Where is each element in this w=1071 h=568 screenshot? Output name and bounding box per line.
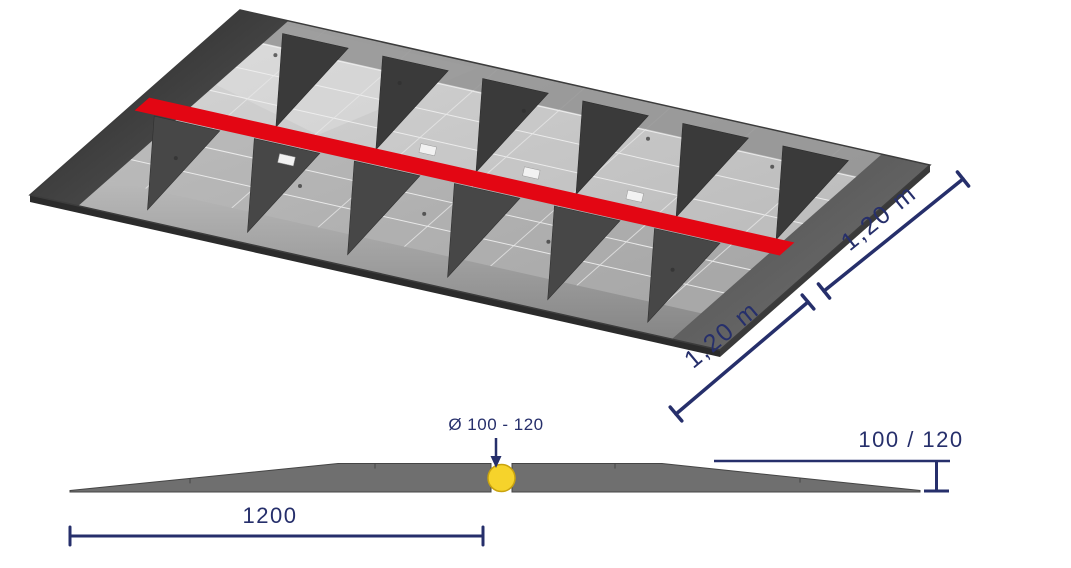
dimension-tick bbox=[816, 282, 832, 300]
plate-labels bbox=[277, 143, 644, 203]
rivet-dots bbox=[173, 53, 775, 272]
fin-triangle bbox=[775, 145, 849, 241]
dimension-line bbox=[822, 177, 965, 293]
fin-triangle bbox=[475, 78, 549, 173]
dimension-tick bbox=[800, 293, 816, 311]
label-width: 1200 bbox=[243, 503, 298, 528]
red-center-stripe bbox=[134, 97, 795, 256]
fin-triangle bbox=[447, 183, 521, 279]
cable-channel-circle bbox=[487, 463, 516, 493]
dimension-tick bbox=[668, 405, 684, 423]
fin-triangle bbox=[575, 100, 649, 196]
label-diameter: Ø 100 - 120 bbox=[448, 415, 543, 434]
cross-section-view bbox=[69, 463, 921, 493]
diameter-arrow-icon bbox=[490, 456, 502, 468]
side-face-right bbox=[720, 165, 930, 357]
dimension-diameter: Ø 100 - 120 bbox=[448, 415, 543, 468]
profile-joint-marks bbox=[189, 463, 801, 484]
profile-left-half bbox=[69, 463, 492, 493]
dimension-line bbox=[674, 300, 810, 416]
fin-triangles-upper bbox=[275, 33, 849, 241]
fin-triangle bbox=[375, 55, 449, 151]
label-height: 100 / 120 bbox=[858, 427, 963, 452]
fin-triangle bbox=[675, 123, 749, 218]
fin-triangle bbox=[275, 33, 349, 129]
dimension-tick bbox=[955, 170, 971, 188]
ramp-outline bbox=[28, 9, 932, 351]
fin-triangle bbox=[147, 115, 221, 211]
profile-right-half bbox=[511, 463, 921, 493]
fin-triangle bbox=[347, 160, 421, 256]
dimension-height: 100 / 120 bbox=[714, 427, 963, 493]
fin-triangles-lower bbox=[147, 115, 721, 324]
right-end-ramp bbox=[671, 154, 930, 350]
dimension-width: 1200 bbox=[68, 503, 485, 547]
fin-triangle bbox=[647, 228, 721, 324]
far-edge-slope bbox=[214, 10, 931, 188]
fin-triangle bbox=[547, 205, 621, 301]
side-face-bottom bbox=[30, 195, 720, 357]
near-edge-slope bbox=[30, 169, 750, 350]
isometric-view bbox=[28, 9, 932, 357]
fin-triangle bbox=[247, 138, 321, 234]
